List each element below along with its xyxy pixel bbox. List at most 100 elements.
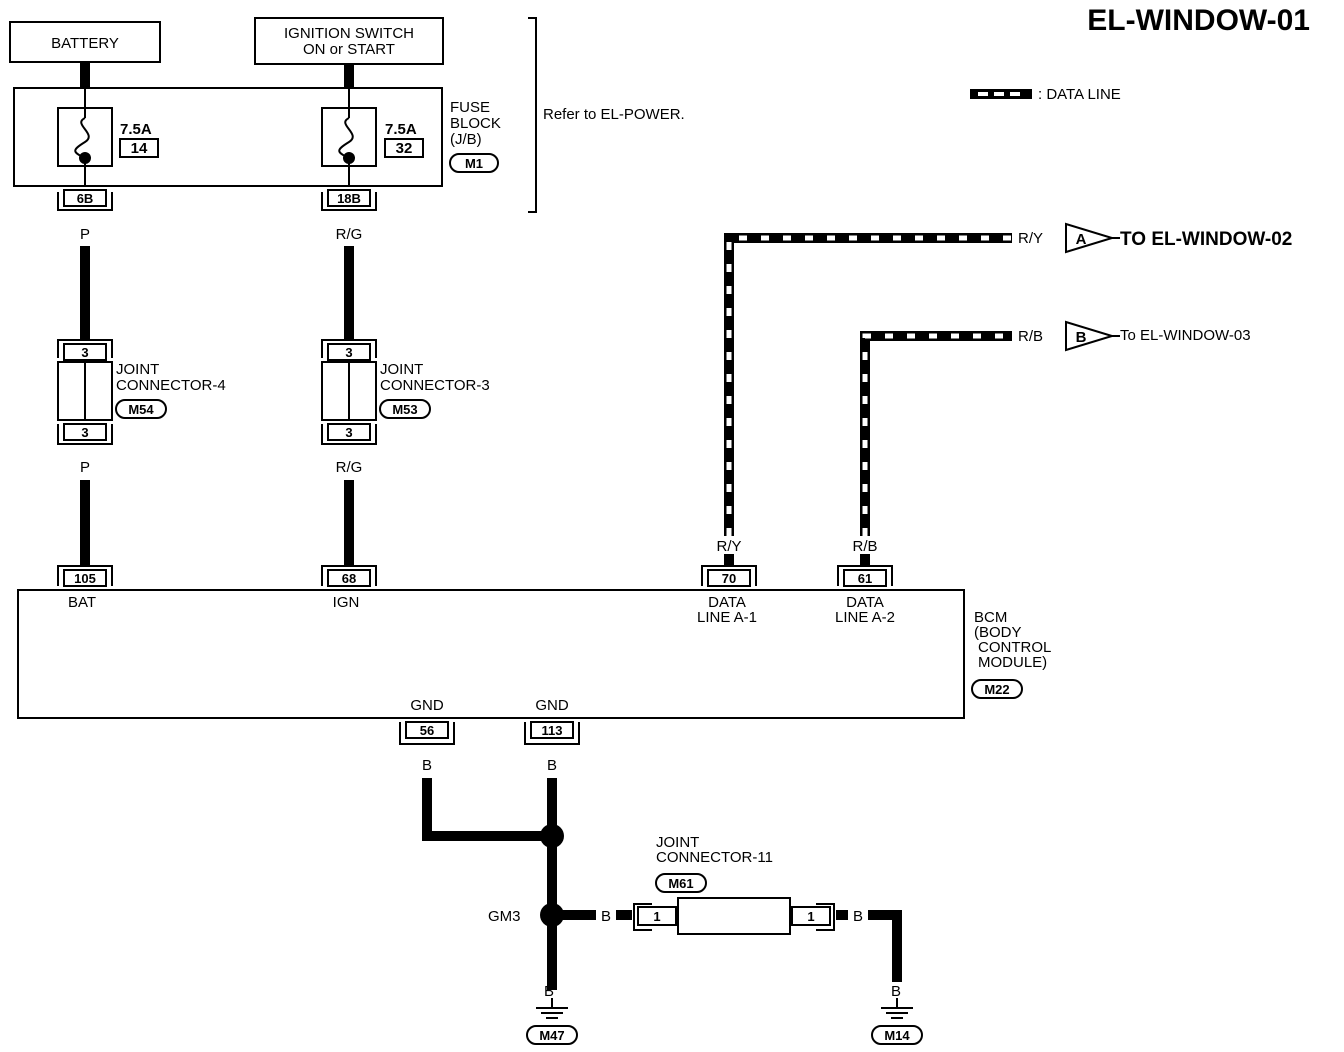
wire-color-b-jc11-right: B	[853, 908, 863, 925]
refer-bracket	[528, 17, 537, 213]
wire-color-p-top: P	[80, 226, 90, 243]
jc4-label-line2: CONNECTOR-4	[116, 377, 226, 394]
to-el-window-03: To EL-WINDOW-03	[1120, 327, 1251, 344]
wire-color-rg-top: R/G	[336, 226, 363, 243]
connector-b-arrow	[1065, 320, 1116, 352]
jc3-bottom-pin: 3	[345, 425, 352, 440]
jc11-connector-oval	[655, 873, 707, 893]
wire-color-ry-bottom: R/Y	[716, 538, 741, 555]
bcm-61-bracket	[837, 565, 893, 586]
terminal-18b-box	[327, 189, 371, 207]
bcm-68-bracket	[321, 565, 377, 586]
ground-m14-connector: M14	[884, 1028, 910, 1043]
jc11-label-line1: JOINT	[656, 834, 699, 851]
bcm-113-bracket	[524, 722, 580, 745]
jc4-top-pin: 3	[81, 345, 88, 360]
ground-m14-oval	[871, 1025, 923, 1045]
bcm-label-data-a2-line1: DATA	[846, 594, 884, 611]
ground-m47-oval	[526, 1025, 578, 1045]
to-el-window-02: TO EL-WINDOW-02	[1120, 229, 1292, 250]
bcm-61-box	[843, 569, 887, 587]
fuse-block: 7.5A 14 7.5A 32 FUSE BLOCK (J/B) M1	[13, 87, 501, 187]
jc4-top-pin-box	[63, 343, 107, 361]
ignition-switch-box: IGNITION SWITCH ON or START	[254, 17, 444, 65]
terminal-6b-label: 6B	[77, 191, 94, 206]
bcm-70-box	[707, 569, 751, 587]
fuse-14-number-box	[119, 138, 159, 158]
fuse-14-number: 14	[131, 140, 148, 157]
jc11-right-pin-box	[791, 906, 831, 926]
jc4-top-bracket	[57, 339, 113, 358]
bcm-terminal-56: 56	[399, 721, 455, 745]
bcm-70-bracket	[701, 565, 757, 586]
fuse-32-number: 32	[396, 140, 413, 157]
connector-b-letter: B	[1076, 329, 1087, 346]
jc3-top-bracket	[321, 339, 377, 358]
bcm-pin-68: 68	[342, 571, 356, 586]
bcm-label-line4: MODULE)	[978, 654, 1047, 671]
bcm-68-box	[327, 569, 371, 587]
bcm-56-box	[405, 721, 449, 739]
wire-color-b-m47: B	[544, 983, 554, 1000]
jc4-connector: M54	[128, 402, 154, 417]
fuse-32-rating: 7.5A	[385, 121, 417, 138]
battery-outline	[9, 21, 161, 63]
fuse-block-connector-oval	[449, 153, 499, 173]
ignition-label-line1: IGNITION SWITCH	[284, 25, 414, 42]
battery-box: BATTERY	[9, 21, 161, 63]
bcm-outline	[17, 589, 965, 719]
joint-connector-11: JOINT CONNECTOR-11 M61 1 1	[633, 834, 835, 935]
wire-color-rb-bottom: R/B	[852, 538, 877, 555]
ground-m47: B M47	[526, 983, 578, 1045]
wire-jc11-to-m14	[868, 910, 902, 982]
terminal-6b-bracket	[57, 192, 113, 211]
fuse-32-number-box	[384, 138, 424, 158]
bcm-pin-105: 105	[74, 571, 96, 586]
fuse-32-element	[338, 117, 354, 159]
connector-a-letter: A	[1076, 231, 1087, 248]
legend-label: : DATA LINE	[1038, 86, 1121, 103]
jc11-body	[677, 897, 791, 935]
wire-color-rg-bottom: R/G	[336, 459, 363, 476]
data-line-ry	[724, 233, 1012, 536]
jc3-connector-oval	[379, 399, 431, 419]
jc3-top-pin-box	[327, 343, 371, 361]
jc11-right-bracket	[816, 903, 835, 931]
jc4-label-line1: JOINT	[116, 361, 159, 378]
jc11-right-pin: 1	[807, 909, 814, 924]
wire-color-b-jc11-left: B	[601, 908, 611, 925]
wire-color-p-bottom: P	[80, 459, 90, 476]
gm3-label: GM3	[488, 908, 521, 925]
jc4-connector-oval	[115, 399, 167, 419]
bcm-terminal-113: 113	[524, 721, 580, 745]
jc4-bottom-bracket	[57, 424, 113, 445]
wire-color-ry-right: R/Y	[1018, 230, 1043, 247]
jc11-left-pin: 1	[653, 909, 660, 924]
bcm-113-box	[530, 721, 574, 739]
fuse-block-connector: M1	[465, 156, 483, 171]
terminal-18b: 18B	[321, 189, 377, 211]
bcm-connector-oval	[971, 679, 1023, 699]
ignition-label-line2: ON or START	[303, 41, 395, 58]
data-line-ry-dashes	[726, 235, 1012, 536]
data-line-rb	[860, 331, 1012, 536]
bcm-connector: M22	[984, 682, 1009, 697]
jc3-label-line1: JOINT	[380, 361, 423, 378]
wire-color-b-gnd56: B	[422, 757, 432, 774]
wire-color-b-gnd113: B	[547, 757, 557, 774]
ignition-outline	[254, 17, 444, 65]
jc11-label-line2: CONNECTOR-11	[656, 849, 773, 866]
bcm-105-box	[63, 569, 107, 587]
bcm-label-ign: IGN	[333, 594, 360, 611]
battery-label: BATTERY	[51, 35, 119, 52]
ground-m47-connector: M47	[539, 1028, 564, 1043]
jc3-label-line2: CONNECTOR-3	[380, 377, 490, 394]
terminal-6b: 6B	[57, 189, 113, 211]
jc4-bottom-pin-box	[63, 423, 107, 441]
data-line-rb-dashes	[862, 333, 1012, 536]
jc11-left-pin-box	[637, 906, 677, 926]
terminal-6b-box	[63, 189, 107, 207]
bcm-label-bat: BAT	[68, 594, 96, 611]
bcm-label-gnd-56: GND	[410, 697, 444, 714]
